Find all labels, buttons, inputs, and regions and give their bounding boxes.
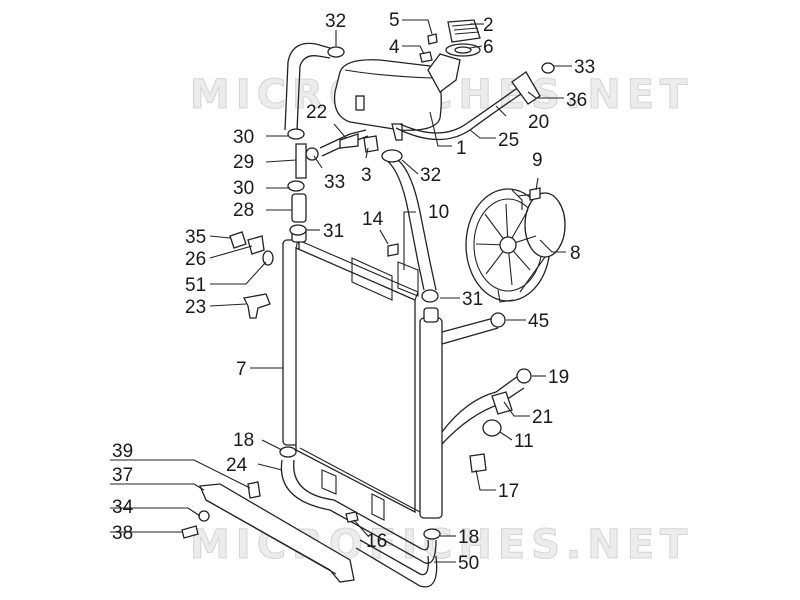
radiator — [282, 227, 443, 521]
callout-31-mid: 31 — [462, 289, 483, 310]
tank-cap — [445, 19, 481, 57]
callout-16: 16 — [366, 531, 387, 552]
callout-32-mid: 32 — [420, 165, 441, 186]
callout-21: 21 — [532, 407, 553, 428]
callout-11: 11 — [514, 431, 534, 452]
callout-30-bottom: 30 — [233, 178, 254, 199]
callout-23: 23 — [185, 297, 206, 318]
callout-50: 50 — [458, 553, 479, 574]
callout-22: 22 — [306, 102, 327, 123]
callout-51: 51 — [185, 275, 206, 296]
callout-35: 35 — [185, 227, 206, 248]
callout-24: 24 — [226, 455, 248, 476]
callout-25: 25 — [498, 130, 519, 151]
callout-36: 36 — [566, 90, 587, 111]
expansion-tank — [333, 53, 461, 141]
callout-28: 28 — [233, 200, 254, 221]
lower-bracket — [181, 187, 541, 583]
temperature-sensor-fittings — [229, 231, 274, 319]
callout-2: 2 — [483, 15, 494, 36]
callout-31-top: 31 — [323, 221, 344, 242]
callout-18-right: 18 — [458, 527, 479, 548]
callout-6: 6 — [483, 37, 494, 58]
callout-8: 8 — [570, 243, 581, 264]
callout-29: 29 — [233, 152, 254, 173]
callout-1: 1 — [456, 138, 467, 159]
callout-33-mid: 33 — [324, 172, 345, 193]
callout-19: 19 — [548, 367, 569, 388]
callout-32-top: 32 — [325, 11, 346, 32]
callout-7: 7 — [236, 359, 247, 380]
callout-26: 26 — [185, 249, 206, 270]
callout-labels: 2 5 32 4 6 33 36 22 20 30 25 1 29 9 33 3… — [112, 10, 595, 574]
callout-45: 45 — [528, 311, 549, 332]
callout-38: 38 — [112, 523, 133, 544]
hoses — [280, 42, 525, 588]
callout-9: 9 — [532, 150, 543, 171]
callout-5: 5 — [389, 10, 400, 31]
callout-4: 4 — [389, 37, 400, 58]
screws-tank — [419, 33, 438, 63]
callout-37: 37 — [112, 465, 133, 486]
callout-3: 3 — [361, 165, 372, 186]
callout-17: 17 — [498, 481, 519, 502]
callout-14: 14 — [362, 209, 384, 230]
leader-lines — [110, 19, 572, 563]
callout-20: 20 — [528, 112, 549, 133]
callout-39: 39 — [112, 441, 133, 462]
callout-30-top: 30 — [233, 127, 254, 148]
cooling-fan — [465, 188, 566, 303]
callout-34: 34 — [112, 497, 134, 518]
callout-33-top: 33 — [574, 57, 595, 78]
callout-10: 10 — [428, 202, 449, 223]
callout-18-left: 18 — [233, 430, 254, 451]
